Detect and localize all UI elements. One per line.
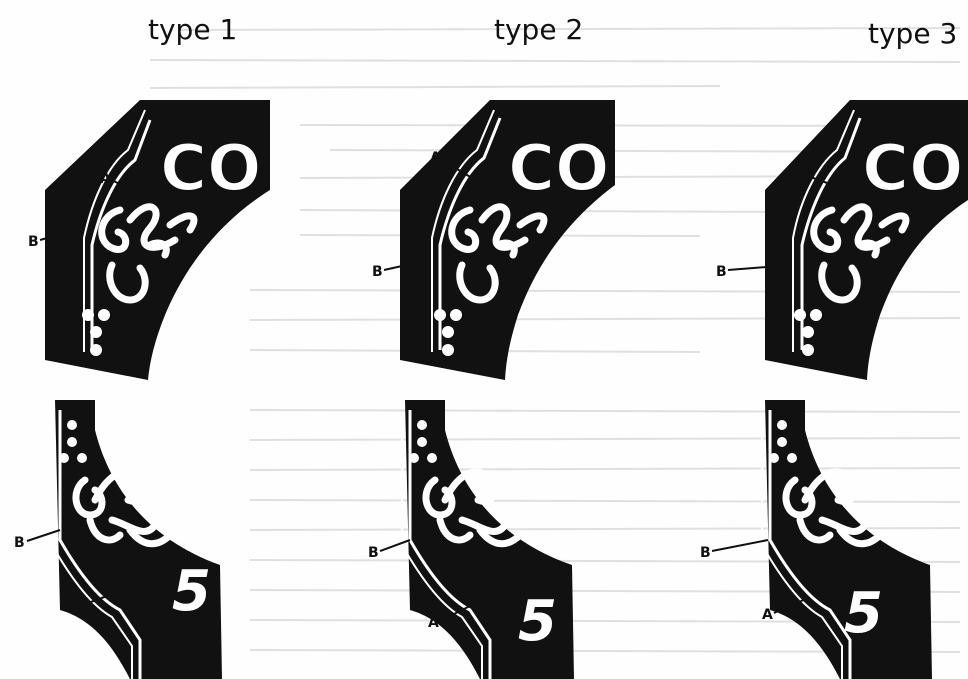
type-2-co-text: CO [508,132,609,206]
type-1-upper-pointer-a [111,179,126,188]
type-2-upper-dots [434,309,462,356]
type-1-upper-label-b: B [28,234,39,250]
type-2-upper-pointer-b [383,261,421,271]
type-2-lower-frame-line [408,410,492,679]
type-3-lower-label-b: B [700,545,711,561]
type-1-lower-label-b: B [14,535,25,551]
type-3-heading: type 3 [868,17,958,50]
type-3-lower-dots [769,420,797,463]
type-2-five-text: 5 [518,589,557,654]
type-3-upper-pointer-b [727,265,781,271]
type-1-lower-frame-line [58,410,142,679]
type-2-upper-frame-line [438,117,502,350]
type-3-lower-frame-line [768,410,852,679]
type-3-five-text: 5 [844,581,883,646]
type-1-upper-ornament [98,203,198,304]
type-3-lower-frame-line-inner [761,415,843,679]
type-1-lower-pointer-a [87,591,119,604]
type-1-upper-frame-line [90,119,152,350]
type-1-lower-ornament [72,468,174,548]
type-2-heading: type 2 [494,13,584,46]
type-3-upper-label-a: A [790,165,801,181]
type-3-lower-label-a: A [762,607,773,623]
type-2-lower-corner: 5 B A [368,400,574,679]
type-3-upper-corner: CO A B [716,100,968,380]
type-2-upper-label-a: A [430,150,441,166]
type-2-lower-label-b: B [368,545,379,561]
type-1-five-text: 5 [172,559,211,624]
faded-text-lines [149,27,961,653]
type-1-upper-label-a: A [100,171,111,187]
type-1-upper-pointer-b [39,232,67,241]
type-1-co-text: CO [160,132,261,206]
type-2-upper-frame-line-inner [431,109,495,352]
type-2-lower-label-a: A [428,615,439,631]
type-1-lower-frame-line-inner [51,415,133,679]
type-2-lower-dots [409,420,437,463]
type-3-upper-pointer-a [801,173,831,185]
type-3-co-text: CO [862,132,963,206]
type-2-upper-label-b: B [372,264,383,280]
type-1-lower-label-a: A [76,597,87,613]
type-3-lower-corner: 5 B A [700,400,932,679]
type-1-upper-frame-line-inner [83,109,146,352]
type-3-upper-dots [794,309,822,356]
type-3-upper-frame-line [800,117,862,350]
type-3-upper-label-b: B [716,264,727,280]
type-2-lower-ornament [422,468,524,548]
type-1-upper-dots [82,309,110,356]
type-2-upper-ornament [448,203,548,304]
type-2-lower-frame-line-inner [401,415,483,679]
type-2-lower-pointer-b [379,539,411,552]
type-2-lower-pointer-a [439,605,471,622]
type-1-lower-pointer-b [26,529,61,542]
type-3-lower-ornament [782,468,884,548]
type-1-heading: type 1 [148,13,238,46]
type-3-lower-pointer-b [711,539,769,552]
type-1-lower-corner: 5 B A [14,400,222,679]
type-3-upper-ornament [810,203,910,304]
type-2-upper-corner: CO A B [372,100,615,380]
type-3-lower-pointer-a [773,597,809,614]
type-2-upper-pointer-a [441,159,473,179]
type-3-upper-frame-line-inner [792,109,855,352]
type-1-upper-corner: CO A B [28,100,270,380]
type-1-lower-dots [59,420,87,463]
